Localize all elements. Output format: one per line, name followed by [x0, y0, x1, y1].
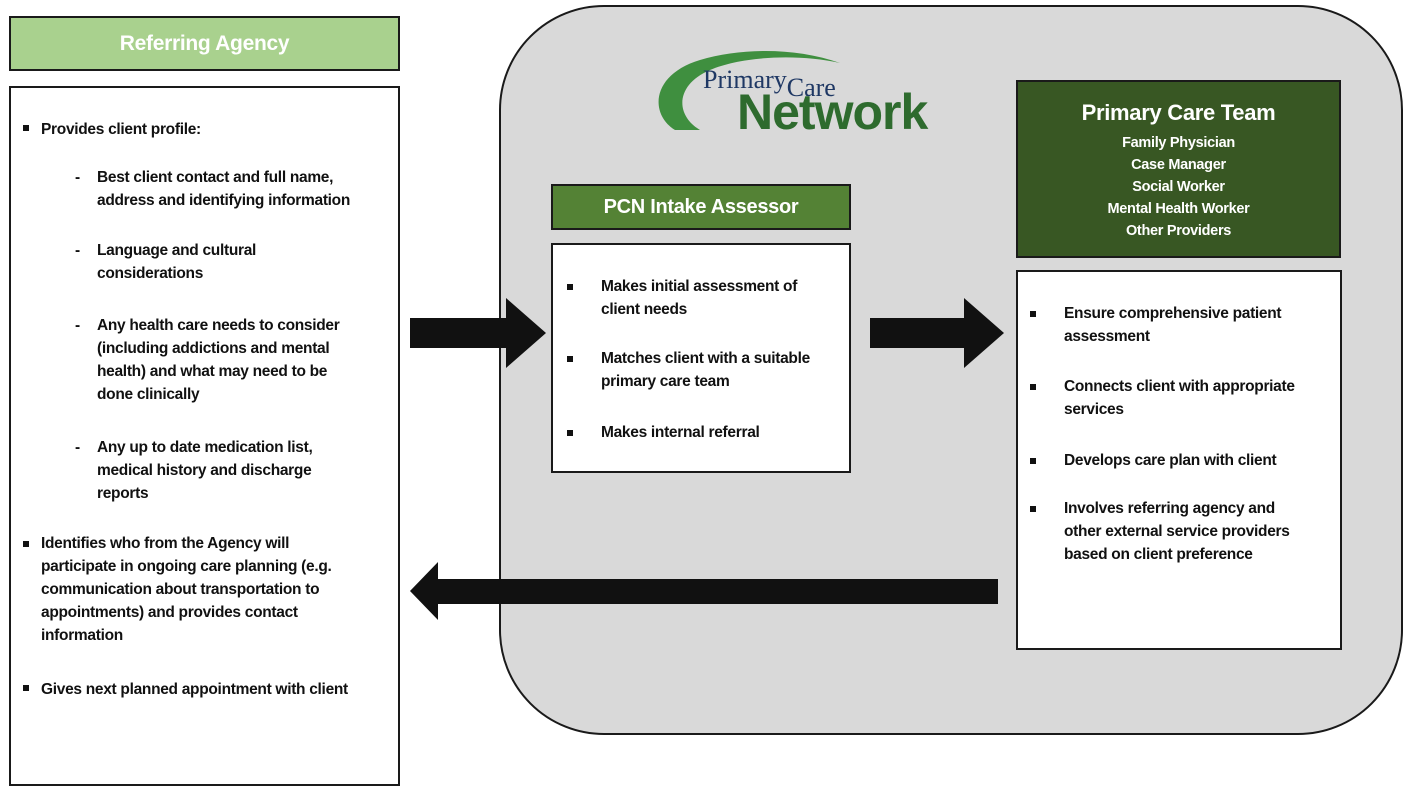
- bullet-icon: [1030, 311, 1036, 317]
- logo-text-network: Network: [737, 84, 928, 140]
- arrow-right-icon: [410, 298, 546, 368]
- dash-icon: -: [75, 169, 80, 186]
- dash-icon: -: [75, 242, 80, 259]
- role-mental-health-worker: Mental Health Worker: [1107, 201, 1250, 217]
- bullet-icon: [23, 124, 29, 131]
- dash-icon: -: [75, 439, 80, 456]
- referring-bullet-client-profile: Provides client profile:: [23, 118, 201, 141]
- role-social-worker: Social Worker: [1132, 179, 1225, 195]
- bullet-icon: [1030, 506, 1036, 512]
- referring-agency-panel: Provides client profile: - Best client c…: [9, 86, 400, 786]
- bullet-icon: [567, 356, 573, 362]
- arrow-right-icon: [870, 298, 1004, 368]
- referring-agency-title: Referring Agency: [119, 32, 290, 55]
- referring-bullet-appointment: Gives next planned appointment with clie…: [23, 678, 348, 701]
- dash-icon: -: [75, 317, 80, 334]
- primary-care-network-logo: PrimaryCare Network: [645, 45, 928, 145]
- primary-care-team-roles: Family Physician Case Manager Social Wor…: [1018, 132, 1339, 242]
- bullet-icon: [567, 430, 573, 436]
- primary-care-team-header: Primary Care Team Family Physician Case …: [1016, 80, 1341, 258]
- role-case-manager: Case Manager: [1131, 157, 1226, 173]
- arrow-left-icon: [410, 562, 998, 620]
- logo-text-primary: Primary: [703, 65, 787, 94]
- logo-text-care: Care: [786, 73, 836, 102]
- bullet-icon: [23, 684, 29, 691]
- logo-swoosh-icon: [658, 50, 840, 130]
- pcn-intake-assessor-header: PCN Intake Assessor: [551, 184, 851, 230]
- bullet-icon: [1030, 384, 1036, 390]
- pcn-intake-assessor-panel: Makes initial assessment of client needs…: [551, 243, 851, 473]
- bullet-icon: [23, 541, 29, 547]
- pcn-intake-assessor-title: PCN Intake Assessor: [603, 196, 799, 218]
- bullet-icon: [1030, 458, 1036, 464]
- role-family-physician: Family Physician: [1122, 135, 1235, 151]
- bullet-icon: [567, 284, 573, 290]
- referring-agency-header: Referring Agency: [9, 16, 400, 71]
- role-other-providers: Other Providers: [1125, 223, 1232, 239]
- primary-care-team-title: Primary Care Team: [1081, 100, 1276, 125]
- primary-care-team-panel: Ensure comprehensive patient assessment …: [1016, 270, 1342, 650]
